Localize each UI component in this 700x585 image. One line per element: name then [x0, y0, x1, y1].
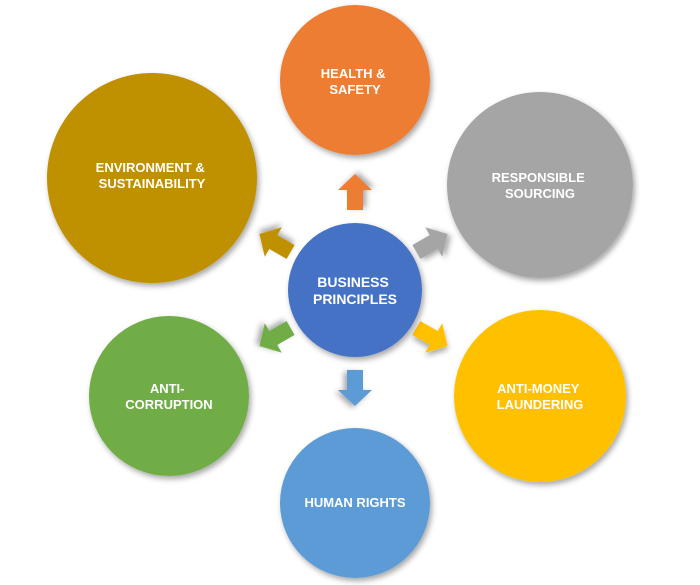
node-environment-sustainability-circle: [47, 73, 257, 283]
node-responsible-sourcing: RESPONSIBLE SOURCING: [447, 92, 633, 278]
node-environment-sustainability-label: SUSTAINABILITY: [99, 176, 206, 191]
arrow-anti-money-laundering: [412, 321, 448, 353]
svg-text:ANTI-MONEY LAUNDERING: ANTI-MONEY LAUNDERING: [497, 381, 584, 412]
arrow-down-human-rights: [338, 370, 372, 406]
node-health-safety-circle: [280, 5, 430, 155]
center-node-label: PRINCIPLES: [313, 291, 397, 307]
node-responsible-sourcing-label: RESPONSIBLE: [492, 170, 586, 185]
arrow-up-health-safety: [338, 174, 372, 210]
node-anti-corruption-circle: [89, 316, 249, 476]
node-anti-money-laundering-label: LAUNDERING: [497, 397, 584, 412]
arrow-anti-corruption: [259, 321, 295, 353]
node-health-safety: HEALTH & SAFETY: [280, 5, 430, 155]
node-environment-sustainability: ENVIRONMENT & SUSTAINABILITY: [47, 73, 257, 283]
node-human-rights-circle: [280, 428, 430, 578]
svg-text:BUSINESS PRINCIPLES: BUSINESS PRINCIPLES: [313, 274, 397, 307]
center-node-circle: [288, 223, 422, 357]
node-anti-money-laundering-label: ANTI-MONEY: [497, 381, 580, 396]
node-anti-corruption: ANTI- CORRUPTION: [89, 316, 249, 476]
svg-text:HEALTH & SAFETY: HEALTH & SAFETY: [321, 66, 389, 97]
node-anti-corruption-label: ANTI-: [150, 381, 185, 396]
node-human-rights-label: HUMAN RIGHTS: [304, 495, 405, 510]
svg-text:HUMAN RIGHTS: HUMAN RIGHTS: [304, 495, 405, 510]
node-health-safety-label: HEALTH &: [321, 66, 386, 81]
center-node: BUSINESS PRINCIPLES: [288, 223, 422, 357]
arrow-responsible-sourcing: [412, 227, 448, 259]
arrow-environment-sustainability: [259, 227, 295, 259]
node-anti-corruption-label: CORRUPTION: [125, 397, 212, 412]
node-responsible-sourcing-label: SOURCING: [505, 186, 575, 201]
node-responsible-sourcing-circle: [447, 92, 633, 278]
svg-text:ENVIRONMENT & SUSTAINABI: ENVIRONMENT & SUSTAINABILITY: [96, 160, 209, 191]
node-anti-money-laundering-circle: [454, 310, 626, 482]
node-anti-money-laundering: ANTI-MONEY LAUNDERING: [454, 310, 626, 482]
center-node-label: BUSINESS: [317, 274, 389, 290]
node-human-rights: HUMAN RIGHTS: [280, 428, 430, 578]
node-environment-sustainability-label: ENVIRONMENT &: [96, 160, 205, 175]
svg-text:RESPONSIBLE SOURCING: RESPONSIBLE SOURCING: [492, 170, 589, 201]
svg-text:ANTI- CORRUPTION: ANTI- CORRUPTION: [125, 381, 212, 412]
node-health-safety-label: SAFETY: [329, 82, 381, 97]
